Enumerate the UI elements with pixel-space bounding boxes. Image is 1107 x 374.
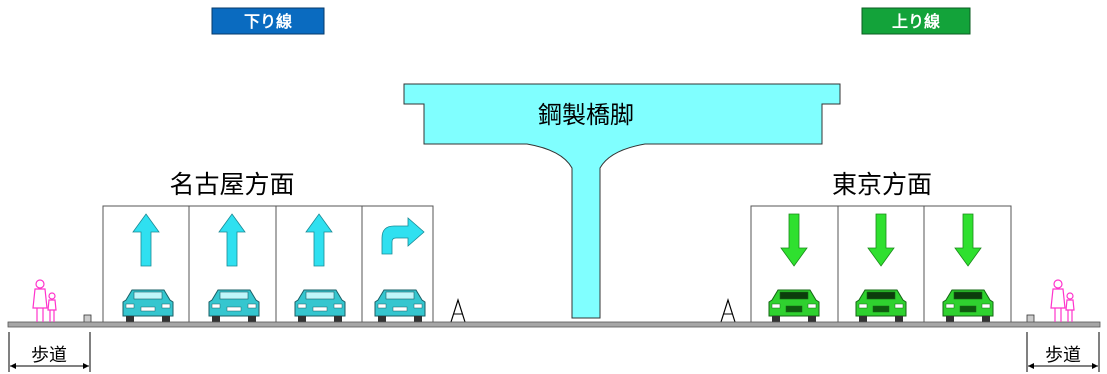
down-line-label: 下り線 — [244, 12, 292, 31]
car-icon — [294, 289, 346, 322]
car-icon — [855, 289, 907, 322]
pier-label: 鋼製橋脚 — [538, 101, 634, 129]
left-sidewalk-label: 歩道 — [31, 345, 67, 366]
right-sidewalk-dimension: 歩道 — [1026, 332, 1100, 372]
steel-pier: 鋼製橋脚 — [403, 83, 841, 319]
pedestrian-icon — [1050, 279, 1075, 322]
car-icon — [942, 289, 994, 322]
up-line-badge: 上り線 — [861, 7, 971, 35]
car-icon — [768, 289, 820, 322]
pedestrian-icon — [32, 279, 57, 322]
median-marker-icon — [720, 298, 736, 323]
down-arrow-icon — [954, 213, 982, 267]
right-sidewalk-label: 歩道 — [1045, 345, 1081, 366]
road-surface — [7, 321, 1101, 328]
car-icon — [208, 289, 260, 322]
turn-right-arrow-icon — [381, 217, 425, 255]
car-icon — [374, 289, 426, 322]
up-arrow-icon — [218, 213, 246, 267]
down-line-badge: 下り線 — [211, 7, 325, 35]
tokyo-direction-label: 東京方面 — [832, 170, 932, 199]
car-icon — [122, 289, 174, 322]
up-arrow-icon — [305, 213, 333, 267]
down-arrow-icon — [780, 213, 808, 267]
nagoya-direction-label: 名古屋方面 — [169, 170, 294, 199]
up-line-label: 上り線 — [892, 12, 940, 31]
left-sidewalk-dimension: 歩道 — [8, 332, 91, 372]
up-arrow-icon — [132, 213, 160, 267]
median-marker-icon — [450, 298, 466, 323]
down-arrow-icon — [867, 213, 895, 267]
